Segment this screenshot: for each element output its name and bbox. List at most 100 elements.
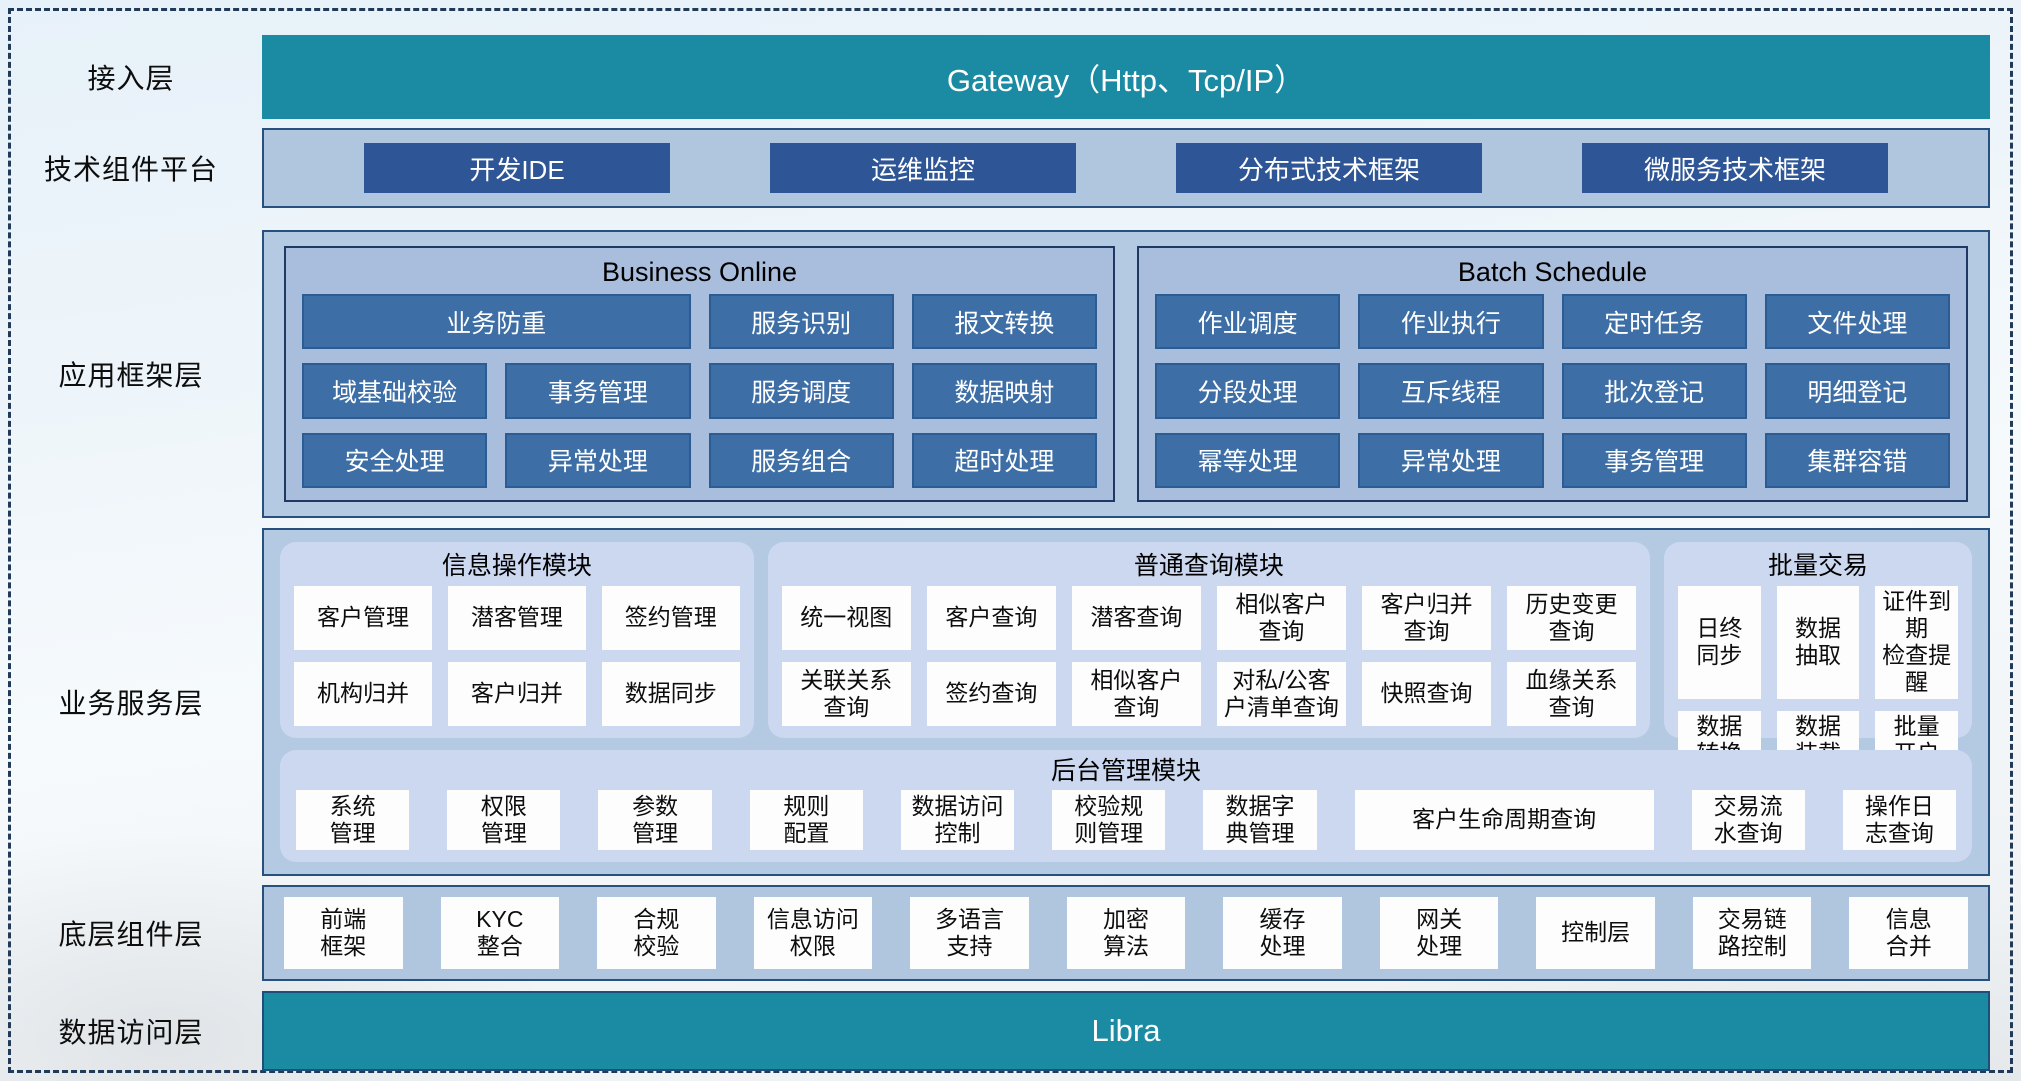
service-cell: 校验规 则管理 xyxy=(1052,790,1166,850)
fw-item: 幂等处理 xyxy=(1155,432,1341,488)
fw-item: 明细登记 xyxy=(1764,363,1950,419)
gateway-bar: Gateway（Http、Tcp/IP） xyxy=(262,35,1990,119)
base-cell: 信息访问 权限 xyxy=(753,897,873,969)
batch-transaction-grid: 日终 同步 数据 抽取 证件到期 检查提醒 数据 转换 数据 装载 批量 开户 xyxy=(1678,586,1958,769)
base-cell: 交易链 路控制 xyxy=(1692,897,1812,969)
fw-item: 互斥线程 xyxy=(1358,363,1544,419)
layer-label-access: 接入层 xyxy=(87,63,175,94)
service-cell: 统一视图 xyxy=(781,586,911,650)
tech-item-dev-ide: 开发IDE xyxy=(364,143,670,193)
service-cell: 签约查询 xyxy=(926,662,1056,726)
fw-item: 事务管理 xyxy=(505,363,691,419)
admin-module: 后台管理模块 系统 管理 权限 管理 参数 管理 规则 配置 数据访问 控制 校… xyxy=(280,750,1972,862)
service-cell: 证件到期 检查提醒 xyxy=(1875,586,1958,699)
general-query-module: 普通查询模块 统一视图 客户查询 潜客查询 相似客户 查询 客户归并 查询 历史… xyxy=(767,542,1651,738)
layer-label-tech-platform: 技术组件平台 xyxy=(43,154,218,185)
service-cell: 数据同步 xyxy=(601,662,740,726)
service-cell: 交易流 水查询 xyxy=(1691,790,1805,850)
business-online-panel: Business Online 业务防重 服务识别 报文转换 域基础校验 事务管… xyxy=(284,246,1115,502)
tech-item-ops-monitor: 运维监控 xyxy=(770,143,1076,193)
fw-item: 服务组合 xyxy=(708,432,894,488)
batch-schedule-title: Batch Schedule xyxy=(1457,257,1648,287)
base-cell: 缓存 处理 xyxy=(1223,897,1342,969)
base-components-bar: 前端 框架 KYC 整合 合规 校验 信息访问 权限 多语言 支持 加密 算法 … xyxy=(262,885,1990,981)
gateway-text: Gateway（Http、Tcp/IP） xyxy=(946,62,1306,98)
batch-transaction-module-title: 批量交易 xyxy=(1768,552,1869,580)
service-cell: 历史变更 查询 xyxy=(1507,586,1637,650)
service-cell: 操作日 志查询 xyxy=(1842,790,1957,850)
service-cell: 系统 管理 xyxy=(296,790,410,850)
tech-item-microservice-framework: 微服务技术框架 xyxy=(1582,143,1888,193)
service-cell: 机构归并 xyxy=(294,662,432,726)
business-online-grid: 业务防重 服务识别 报文转换 域基础校验 事务管理 服务调度 数据映射 安全处理… xyxy=(302,294,1097,488)
service-cell: 血缘关系 查询 xyxy=(1507,662,1637,726)
service-cell: 客户生命周期查询 xyxy=(1354,790,1654,850)
service-cell: 权限 管理 xyxy=(447,790,561,850)
service-cell: 对私/公客 户清单查询 xyxy=(1216,662,1346,726)
base-components-row: 底层组件层 前端 框架 KYC 整合 合规 校验 信息访问 权限 多语言 支持 … xyxy=(0,885,1990,981)
fw-item: 异常处理 xyxy=(1358,432,1544,488)
libra-text: Libra xyxy=(1091,1013,1161,1048)
fw-item: 集群容错 xyxy=(1764,432,1950,488)
fw-item: 定时任务 xyxy=(1561,294,1747,350)
info-operation-module: 信息操作模块 客户管理 潜客管理 签约管理 机构归并 客户归并 数据同步 xyxy=(280,542,754,738)
base-cell: 多语言 支持 xyxy=(910,897,1029,969)
fw-item: 服务识别 xyxy=(708,294,894,350)
batch-transaction-module: 批量交易 日终 同步 数据 抽取 证件到期 检查提醒 数据 转换 数据 装载 批… xyxy=(1664,542,1972,769)
base-cell: KYC 整合 xyxy=(440,897,560,969)
batch-schedule-panel: Batch Schedule 作业调度 作业执行 定时任务 文件处理 分段处理 … xyxy=(1137,246,1968,502)
fw-item: 数据映射 xyxy=(911,363,1097,419)
service-cell: 快照查询 xyxy=(1361,662,1491,726)
libra-bar: Libra xyxy=(262,991,1990,1071)
service-cell: 日终 同步 xyxy=(1678,586,1761,699)
service-cell: 数据访问 控制 xyxy=(900,790,1015,850)
service-cell: 相似客户 查询 xyxy=(1071,662,1201,726)
service-cell: 潜客管理 xyxy=(447,586,586,650)
fw-item: 域基础校验 xyxy=(302,363,488,419)
app-framework-row: 应用框架层 Business Online 业务防重 服务识别 报文转换 域基础… xyxy=(0,230,1990,518)
fw-item: 超时处理 xyxy=(911,432,1097,488)
business-service-top-row: 信息操作模块 客户管理 潜客管理 签约管理 机构归并 客户归并 数据同步 普通查… xyxy=(280,542,1972,769)
base-cell: 合规 校验 xyxy=(597,897,716,969)
service-cell: 客户归并 查询 xyxy=(1361,586,1491,650)
base-cell: 前端 框架 xyxy=(284,897,403,969)
layer-label-app-framework: 应用框架层 xyxy=(58,360,204,391)
service-cell: 数据 抽取 xyxy=(1776,586,1860,699)
access-layer-row: 接入层 Gateway（Http、Tcp/IP） xyxy=(0,35,1990,119)
service-cell: 客户归并 xyxy=(447,662,586,726)
base-cell: 网关 处理 xyxy=(1379,897,1499,969)
service-cell: 相似客户 查询 xyxy=(1216,586,1346,650)
tech-platform-bar: 开发IDE 运维监控 分布式技术框架 微服务技术框架 xyxy=(262,128,1990,208)
business-online-title: Business Online xyxy=(601,257,798,287)
service-cell: 客户查询 xyxy=(926,586,1056,650)
base-cell: 控制层 xyxy=(1536,897,1655,969)
general-query-grid: 统一视图 客户查询 潜客查询 相似客户 查询 客户归并 查询 历史变更 查询 关… xyxy=(781,586,1637,726)
general-query-module-title: 普通查询模块 xyxy=(1133,552,1284,580)
tech-platform-row: 技术组件平台 开发IDE 运维监控 分布式技术框架 微服务技术框架 xyxy=(0,128,1990,208)
app-framework-box: Business Online 业务防重 服务识别 报文转换 域基础校验 事务管… xyxy=(262,230,1990,518)
service-cell: 参数 管理 xyxy=(598,790,712,850)
info-operation-grid: 客户管理 潜客管理 签约管理 机构归并 客户归并 数据同步 xyxy=(294,586,740,726)
business-service-row: 业务服务层 信息操作模块 客户管理 潜客管理 签约管理 机构归并 客户归并 数据… xyxy=(0,528,1990,876)
layer-label-data-access: 数据访问层 xyxy=(58,1017,204,1048)
service-cell: 潜客查询 xyxy=(1071,586,1201,650)
fw-item: 文件处理 xyxy=(1764,294,1950,350)
admin-module-title: 后台管理模块 xyxy=(1050,757,1201,785)
batch-schedule-grid: 作业调度 作业执行 定时任务 文件处理 分段处理 互斥线程 批次登记 明细登记 … xyxy=(1155,294,1950,488)
tech-item-distributed-framework: 分布式技术框架 xyxy=(1176,143,1482,193)
business-service-box: 信息操作模块 客户管理 潜客管理 签约管理 机构归并 客户归并 数据同步 普通查… xyxy=(262,528,1990,876)
fw-item: 事务管理 xyxy=(1561,432,1747,488)
service-cell: 客户管理 xyxy=(294,586,432,650)
fw-item: 报文转换 xyxy=(911,294,1097,350)
service-cell: 关联关系 查询 xyxy=(781,662,911,726)
fw-item: 异常处理 xyxy=(505,432,691,488)
layer-label-business-service: 业务服务层 xyxy=(58,688,204,719)
fw-item: 安全处理 xyxy=(302,432,488,488)
fw-item: 批次登记 xyxy=(1561,363,1747,419)
fw-item: 业务防重 xyxy=(302,294,691,350)
service-cell: 数据字 典管理 xyxy=(1203,790,1317,850)
fw-item: 作业调度 xyxy=(1155,294,1341,350)
admin-module-cells: 系统 管理 权限 管理 参数 管理 规则 配置 数据访问 控制 校验规 则管理 … xyxy=(296,790,1957,850)
data-access-row: 数据访问层 Libra xyxy=(0,991,1990,1071)
